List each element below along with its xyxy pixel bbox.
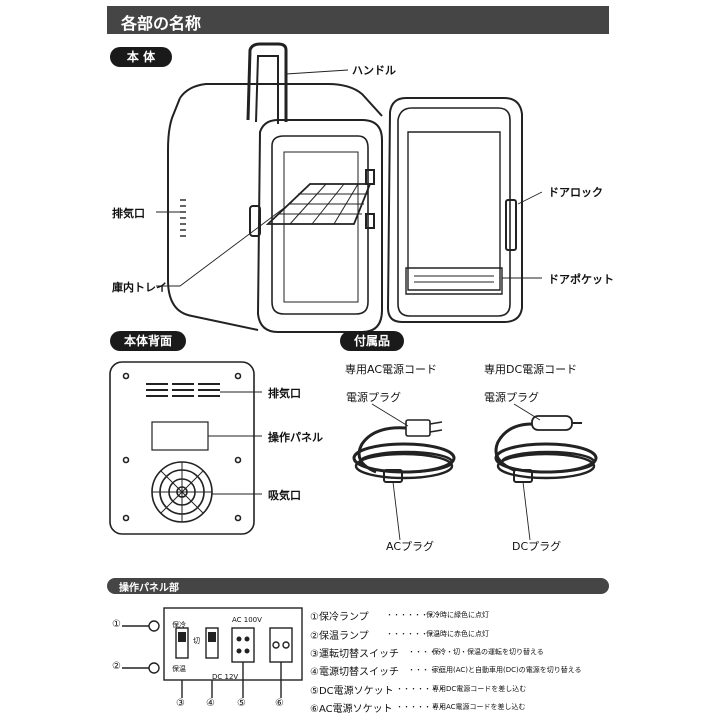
panel-num-2: ②: [112, 661, 121, 672]
fridge-illustration: [156, 42, 543, 333]
panel-num-6: ⑥: [275, 698, 284, 709]
panel-item-2-name: ②保温ランプ: [310, 631, 369, 642]
label-back-exhaust: 排気口: [268, 387, 301, 400]
ac-cord-illustration: [352, 403, 456, 540]
section-back: 本体背面: [110, 331, 186, 351]
label-door-pocket: ドアポケット: [548, 273, 614, 286]
page-title: 各部の名称: [121, 14, 202, 33]
label-handle: ハンドル: [352, 64, 396, 77]
ac-plug-label: ACプラグ: [386, 540, 435, 553]
panel-item-5-name: ⑤DC電源ソケット: [310, 686, 394, 697]
panel-item-1-name: ①保冷ランプ: [310, 612, 369, 623]
panel-item-3-desc: 保冷・切・保温の運転を切り替える: [432, 648, 544, 656]
section-body: 本 体: [110, 47, 172, 67]
dc-plug-top-label: 電源プラグ: [484, 391, 539, 404]
panel-warm-label: 保温: [172, 665, 186, 673]
panel-dc-label: DC 12V: [212, 673, 239, 681]
panel-item-3-name: ③運転切替スイッチ: [310, 649, 399, 660]
panel-ac-label: AC 100V: [232, 616, 262, 624]
panel-item-3-dots: ・・・・・: [408, 648, 443, 656]
panel-section-banner: 操作パネル部: [107, 578, 609, 594]
panel-item-6-name: ⑥AC電源ソケット: [310, 704, 393, 715]
label-back-panel: 操作パネル: [268, 431, 323, 444]
label-door-lock: ドアロック: [548, 186, 603, 199]
panel-item-1-desc: 保冷時に緑色に点灯: [426, 611, 489, 619]
label-exhaust: 排気口: [112, 207, 145, 220]
panel-cold-label: 保冷: [172, 621, 186, 629]
panel-item-4-name: ④電源切替スイッチ: [310, 667, 399, 678]
control-panel-diagram: [122, 607, 303, 698]
panel-num-4: ④: [206, 698, 215, 709]
panel-item-5-dots: ・・・・・・・: [396, 685, 445, 693]
panel-num-5: ⑤: [237, 698, 246, 709]
panel-item-2-desc: 保温時に赤色に点灯: [426, 630, 489, 638]
dc-cord-illustration: [494, 403, 598, 540]
ac-plug-top-label: 電源プラグ: [346, 391, 401, 404]
panel-item-6-desc: 専用AC電源コードを差し込む: [432, 703, 526, 711]
panel-num-3: ③: [176, 698, 185, 709]
panel-item-1-dots: ・・・・・・・・: [386, 611, 442, 619]
ac-cord-title: 専用AC電源コード: [345, 363, 438, 376]
panel-item-4-desc: 家庭用(AC)と自動車用(DC)の電源を切り替える: [432, 666, 582, 674]
panel-num-1: ①: [112, 619, 121, 630]
panel-item-5-desc: 専用DC電源コードを差し込む: [432, 685, 527, 693]
dc-plug-label: DCプラグ: [512, 540, 562, 553]
section-accessories: 付属品: [340, 331, 404, 351]
panel-item-6-dots: ・・・・・・・: [396, 703, 445, 711]
panel-off-label: 切: [193, 637, 200, 645]
dc-cord-title: 専用DC電源コード: [484, 363, 578, 376]
label-tray: 庫内トレイ: [112, 281, 167, 294]
panel-section-title: 操作パネル部: [119, 583, 179, 594]
back-panel-illustration: [109, 361, 262, 535]
panel-item-2-dots: ・・・・・・・・: [386, 630, 442, 638]
panel-item-4-dots: ・・・・・: [408, 666, 443, 674]
label-back-intake: 吸気口: [268, 489, 301, 502]
title-banner: 各部の名称: [107, 6, 609, 34]
